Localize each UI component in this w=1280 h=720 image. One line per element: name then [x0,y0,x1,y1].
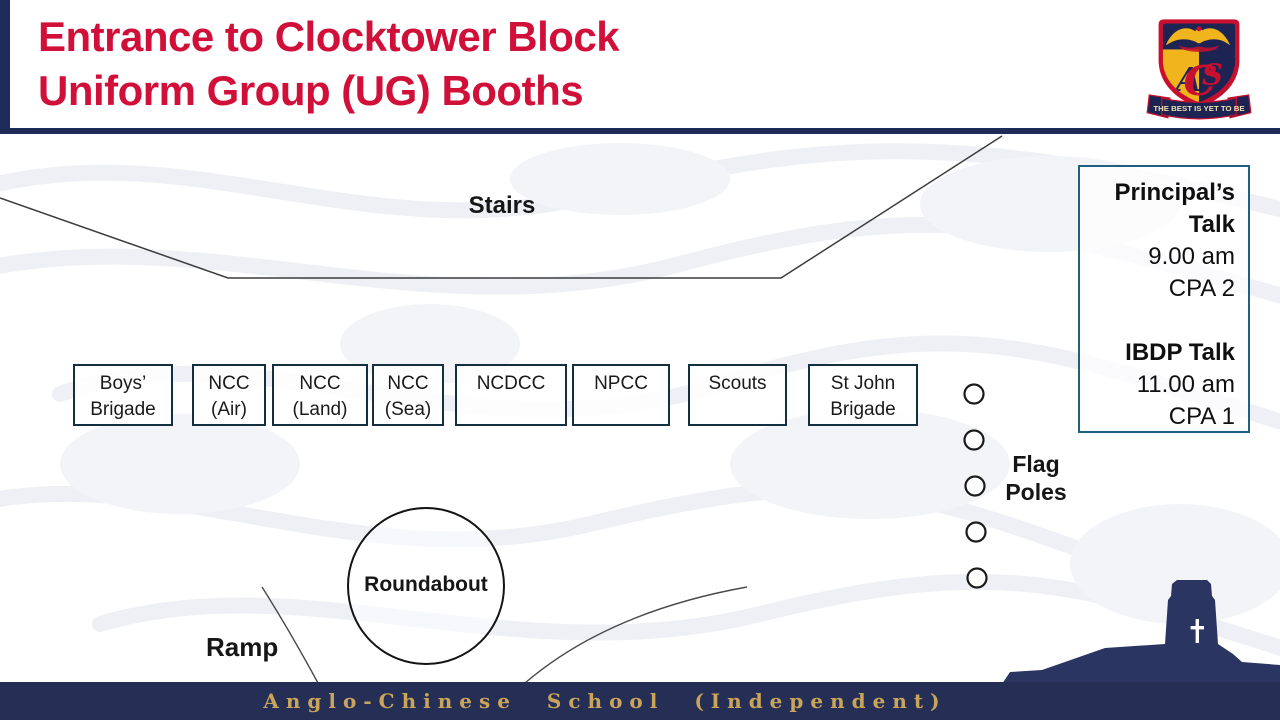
booth-label: NCC [299,373,341,394]
school-crest-logo: A C S THE BEST IS YET TO BE [1146,19,1252,120]
page-title: Entrance to Clocktower Block Uniform Gro… [38,10,798,118]
school-name-text: Anglo-Chinese School (Independent) [263,689,947,713]
talk2-time: 11.00 am [1136,371,1235,398]
booth-label: NPCC [594,373,648,394]
booth-npcc: NPCC [572,364,670,426]
talk1-venue: CPA 2 [1168,275,1235,302]
header-divider [0,128,1280,134]
ramp-curve-right [524,586,748,684]
footer-bar: Anglo-Chinese School (Independent) [0,682,1280,720]
talk2-venue: CPA 1 [1168,403,1235,430]
booth-ncdcc: NCDCC [455,364,567,426]
stairs-label: Stairs [468,192,536,219]
crest-letter-c: C [1184,56,1217,105]
flag-poles-group [963,383,988,589]
booth-label: Scouts [708,373,767,394]
booth-label: (Sea) [384,399,432,420]
talk2-title: IBDP Talk [1125,339,1235,366]
ramp-label: Ramp [206,632,279,662]
clocktower-shape [998,580,1280,690]
booth-label: (Air) [211,399,247,420]
page-title-line2: Uniform Group (UG) Booths [38,67,584,114]
booth-scouts: Scouts [688,364,787,426]
booth-label: NCC [208,373,250,394]
roundabout-label: Roundabout [364,573,488,596]
booth-ncc-air: NCC (Air) [192,364,266,426]
booth-label: Brigade [830,399,896,420]
booth-ncc-sea: NCC (Sea) [372,364,444,426]
booth-st-john-brigade: St John Brigade [808,364,918,426]
flag-pole-icon [964,475,986,497]
header-accent-strip [0,0,10,134]
booth-label: NCC [387,373,429,394]
booth-boys-brigade: Boys’ Brigade [73,364,173,426]
booth-ncc-land: NCC (Land) [272,364,368,426]
booth-label: NCDCC [476,373,546,394]
page-title-line1: Entrance to Clocktower Block [38,13,620,60]
talk1-title: Principal’s Talk [1114,179,1236,238]
talk1-time: 9.00 am [1148,243,1235,270]
booth-label: St John [830,373,896,394]
crest-motto-ribbon: THE BEST IS YET TO BE [1146,94,1252,120]
flag-pole-icon [963,383,985,405]
crest-motto-text: THE BEST IS YET TO BE [1153,104,1244,113]
flag-poles-label: Flag Poles [1005,451,1067,505]
booth-label: Brigade [90,399,156,420]
crest-letter-s: S [1202,58,1223,92]
flag-pole-icon [965,521,987,543]
booth-label: Boys’ [99,373,147,394]
cross-icon [1190,619,1204,643]
schedule-spacer [1080,305,1235,337]
crest-eagle-icon [1165,26,1231,53]
booth-label: (Land) [292,399,348,420]
flag-pole-icon [966,567,988,589]
flag-pole-icon [963,429,985,451]
schedule-box: Principal’s Talk 9.00 am CPA 2 IBDP Talk… [1078,165,1250,433]
